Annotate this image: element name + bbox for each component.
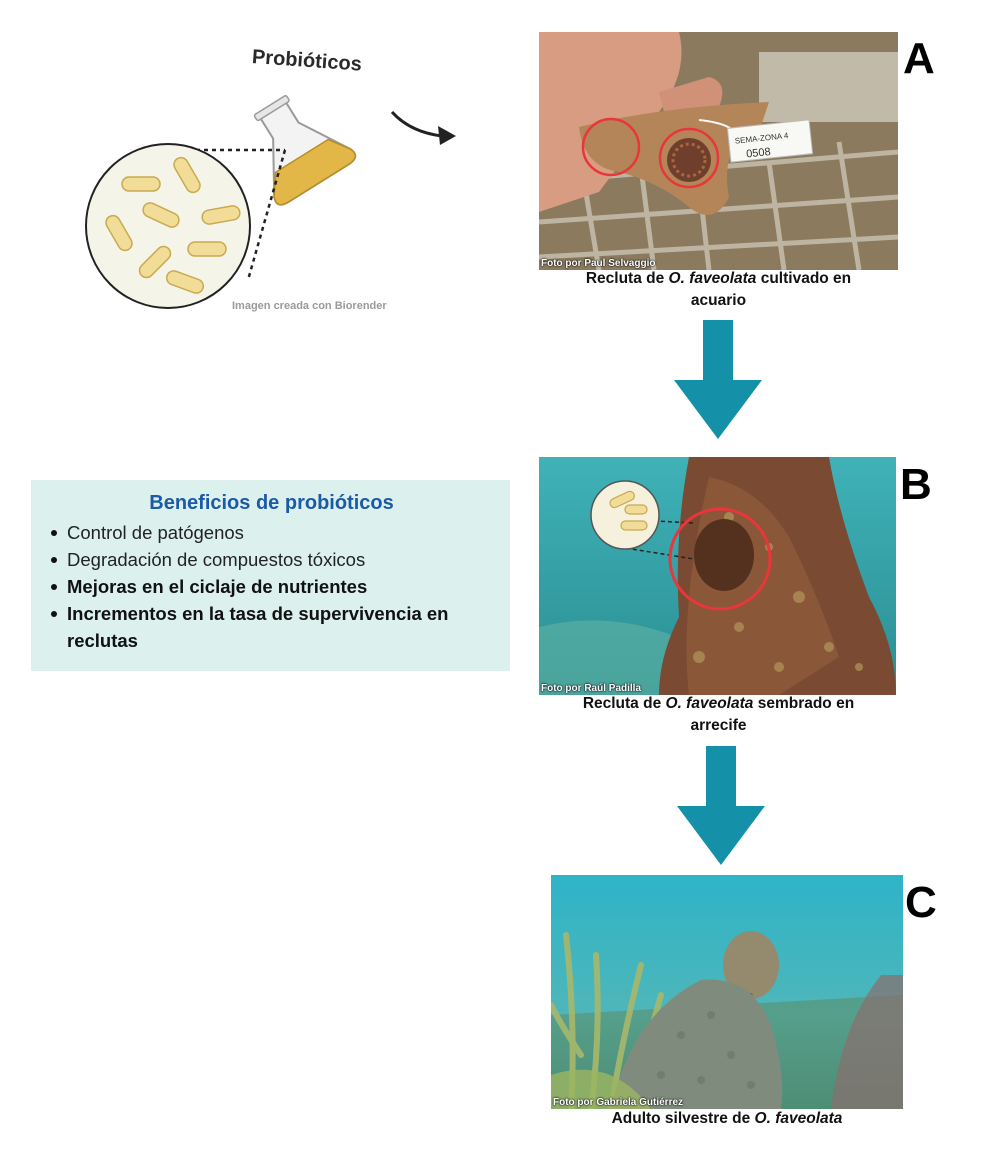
specimen-tag (726, 119, 814, 163)
benefits-list: Control de patógenos Degradación de comp… (51, 519, 492, 654)
list-item: Mejoras en el ciclaje de nutrientes (51, 573, 492, 600)
arrow-down-icon (674, 320, 762, 439)
pour-arrow-icon (390, 110, 443, 138)
list-item: Incrementos en la tasa de supervivencia … (51, 600, 492, 654)
benefits-box: Beneficios de probióticos Control de pat… (31, 480, 510, 671)
caption-c: Adulto silvestre de O. faveolata (611, 1110, 843, 1127)
photo-a: SEMA-ZONA 4 0508 Foto por Paul Selvaggio (539, 32, 898, 270)
probiotic-illustration (85, 95, 456, 309)
biorender-credit: Imagen creada con Biorender (232, 300, 387, 312)
bacteria-icon (105, 156, 241, 294)
photo-b: Foto por Raúl Padilla (539, 457, 896, 695)
highlight-circle (581, 117, 641, 177)
flask-icon (253, 95, 357, 206)
highlight-circle (668, 507, 772, 611)
list-item: Degradación de compuestos tóxicos (51, 546, 492, 573)
photo-credit: Foto por Raúl Padilla (541, 683, 642, 694)
caption-a: Recluta de O. faveolata cultivado en acu… (585, 270, 852, 309)
photo-c: Foto por Gabriela Gutiérrez (551, 875, 903, 1109)
photo-credit: Foto por Paul Selvaggio (541, 258, 656, 269)
svg-text:0508: 0508 (746, 146, 772, 160)
bacteria-inset-icon (590, 480, 660, 550)
highlight-circle (658, 127, 720, 189)
caption-b: Recluta de O. faveolata sembrado en arre… (582, 695, 855, 734)
panel-label-c: C (905, 878, 937, 927)
arrow-down-icon (677, 746, 765, 865)
benefits-title: Beneficios de probióticos (149, 492, 394, 514)
list-item: Control de patógenos (51, 519, 492, 546)
panel-label-a: A (903, 34, 935, 83)
photo-credit: Foto por Gabriela Gutiérrez (553, 1097, 684, 1108)
panel-label-b: B (900, 460, 932, 509)
probiotics-title: Probióticos (251, 46, 363, 76)
